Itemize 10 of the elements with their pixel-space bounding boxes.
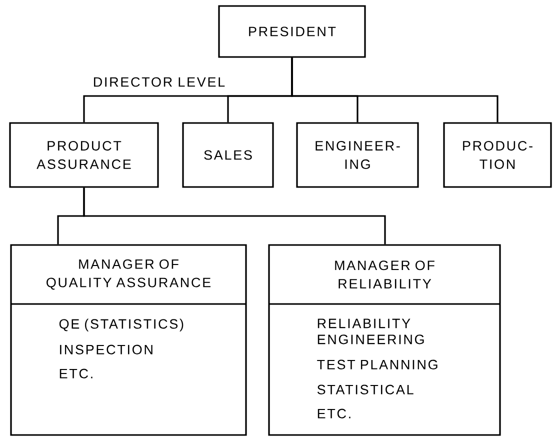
org-box: SALES [182,122,274,188]
org-box: ENGINEER- ING [296,122,419,188]
org-box: PRODUC- TION [443,122,552,188]
connector-line [291,58,498,122]
manager-box: MANAGER OF RELIABILITY RELIABILITY ENGINEERING TEST PLANNING STATISTICAL ETC. [268,244,501,436]
org-box: PRESIDENT [218,5,366,58]
connector-line [83,188,386,244]
level-label: DIRECTOR LEVEL [94,77,225,87]
manager-box: MANAGER OF QUALITY ASSURANCE QE (STATISTICS) INSPECTION ETC. [10,244,247,436]
org-box: PRODUCT ASSURANCE [9,122,159,188]
